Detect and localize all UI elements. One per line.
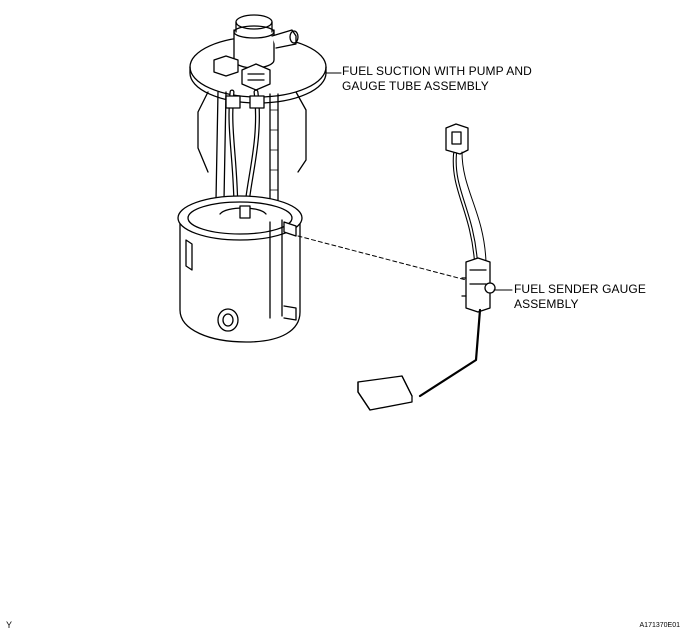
sender-gauge-label-line1: FUEL SENDER GAUGE — [514, 282, 646, 296]
pump-assembly-drawing — [177, 14, 327, 343]
pump-assembly-label: FUEL SUCTION WITH PUMP AND GAUGE TUBE AS… — [342, 64, 532, 94]
figure-id: A171370E01 — [639, 622, 680, 629]
pump-assembly-label-line2: GAUGE TUBE ASSEMBLY — [342, 79, 489, 93]
sender-gauge-label: FUEL SENDER GAUGE ASSEMBLY — [514, 282, 646, 312]
sender-gauge-label-line2: ASSEMBLY — [514, 297, 579, 311]
corner-code-left: Y — [6, 620, 13, 630]
mount-dashed-line — [297, 235, 467, 281]
sender-gauge-drawing — [357, 123, 496, 411]
leader-lines — [297, 72, 513, 291]
pump-assembly-label-line1: FUEL SUCTION WITH PUMP AND — [342, 64, 532, 78]
